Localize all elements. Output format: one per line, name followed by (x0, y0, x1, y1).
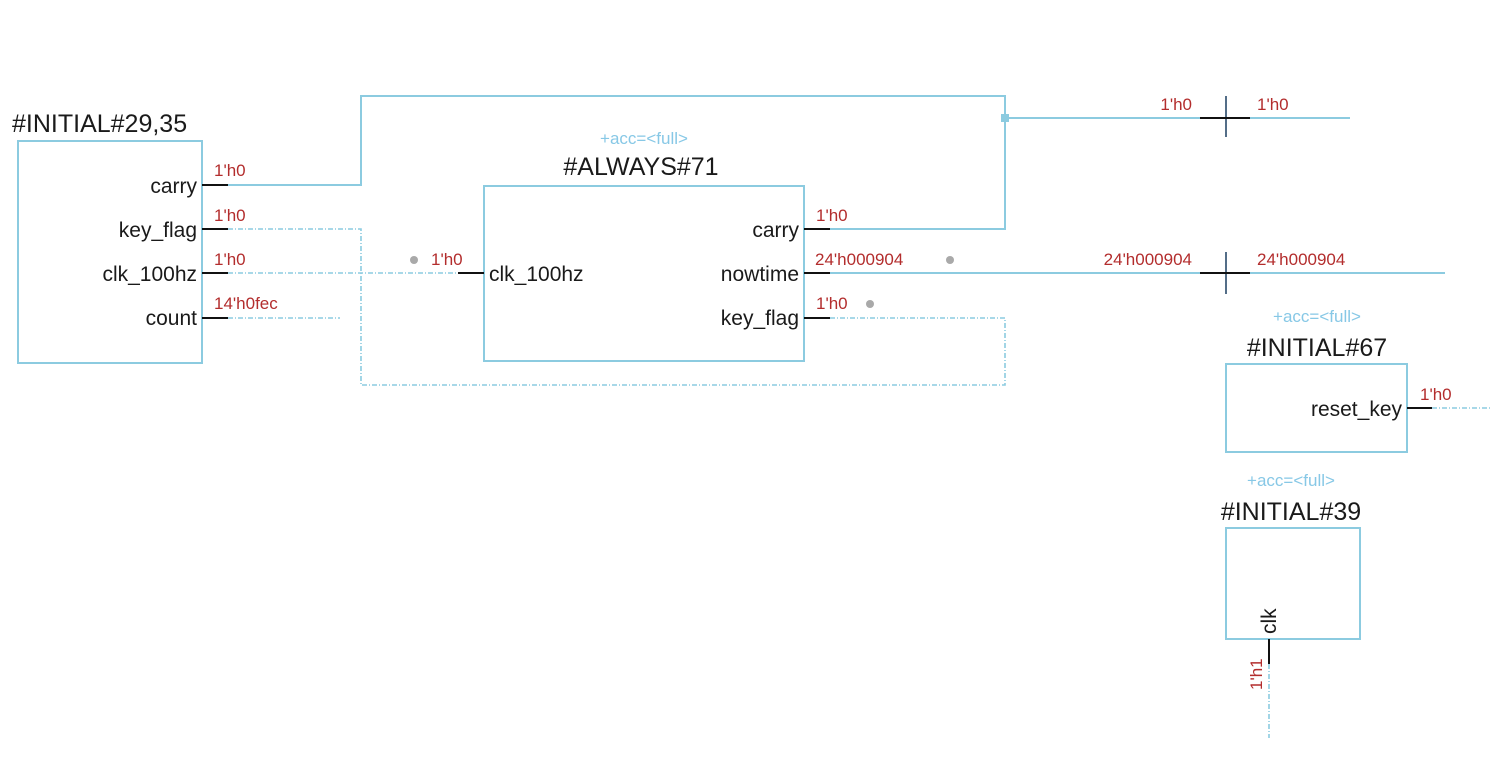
key-flag-net-wire[interactable] (228, 228, 1006, 386)
carry-wire-label-left: 1'h0 (1160, 95, 1192, 114)
port-key-flag-label: key_flag (721, 307, 799, 330)
port-carry-label: carry (150, 175, 197, 198)
nowtime-bus-dot (946, 256, 954, 264)
port-carry-label: carry (752, 219, 799, 242)
nowtime-wire-label-right: 24'h000904 (1257, 250, 1345, 269)
block-annotation: +acc=<full> (1247, 471, 1335, 490)
block-annotation: +acc=<full> (1273, 307, 1361, 326)
block-initial-39[interactable]: +acc=<full> #INITIAL#39 clk 1'h1 (1221, 471, 1361, 690)
port-clk-value: 1'h1 (1247, 658, 1266, 690)
block-title: #INITIAL#39 (1221, 498, 1361, 526)
block-initial-67[interactable]: +acc=<full> #INITIAL#67 reset_key 1'h0 (1225, 307, 1452, 453)
port-reset-key-label: reset_key (1311, 398, 1403, 421)
port-carry-value: 1'h0 (214, 161, 246, 180)
port-count-label: count (146, 307, 198, 330)
port-key-flag-value: 1'h0 (214, 206, 246, 225)
port-reset-key-value: 1'h0 (1420, 385, 1452, 404)
carry-wire-label-right: 1'h0 (1257, 95, 1289, 114)
port-key-flag-label: key_flag (119, 219, 197, 242)
port-carry-value: 1'h0 (816, 206, 848, 225)
block-always-71[interactable]: +acc=<full> #ALWAYS#71 clk_100hz 1'h0 ca… (431, 129, 903, 362)
key-flag-bus-dot (866, 300, 874, 308)
port-clk-100hz-value: 1'h0 (214, 250, 246, 269)
port-clk-100hz-value: 1'h0 (431, 250, 463, 269)
block-title: #INITIAL#67 (1247, 334, 1387, 362)
carry-net-wire[interactable] (228, 95, 1006, 230)
port-nowtime-value: 24'h000904 (815, 250, 903, 269)
nowtime-wire-label-left: 24'h000904 (1104, 250, 1192, 269)
port-clk-label: clk (1258, 608, 1281, 634)
port-clk-100hz-label: clk_100hz (489, 263, 584, 286)
block-box[interactable] (1225, 527, 1361, 640)
block-box[interactable] (17, 140, 203, 364)
port-count-value: 14'h0fec (214, 294, 278, 313)
clk-100hz-bus-dot (410, 256, 418, 264)
port-nowtime-label: nowtime (721, 263, 799, 286)
block-title: #INITIAL#29,35 (12, 110, 187, 138)
carry-net-junction (1001, 114, 1009, 122)
port-clk-100hz-label: clk_100hz (102, 263, 197, 286)
block-title: #ALWAYS#71 (563, 153, 718, 181)
block-annotation: +acc=<full> (600, 129, 688, 148)
block-initial-29-35[interactable]: #INITIAL#29,35 carry 1'h0 key_flag 1'h0 … (12, 110, 278, 364)
port-key-flag-value: 1'h0 (816, 294, 848, 313)
